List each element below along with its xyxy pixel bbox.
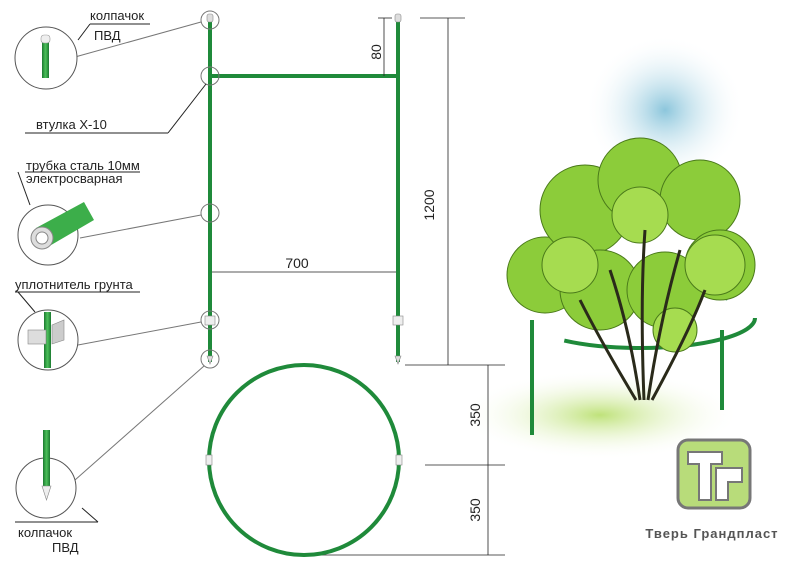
label-cap-bottom: колпачок — [18, 525, 72, 540]
dim-radius-top: 350 — [467, 403, 483, 427]
soil-stopper-icon — [204, 315, 216, 326]
soil-stopper-icon — [392, 315, 404, 326]
label-soil-stopper: уплотнитель грунта — [15, 277, 134, 292]
dimension-lines — [212, 17, 505, 556]
label-cap-top-material: ПВД — [94, 28, 121, 43]
cap-bottom-icon — [394, 355, 402, 365]
dim-top-offset: 80 — [368, 44, 384, 60]
detail-soil-stopper — [17, 309, 79, 371]
dim-width: 700 — [285, 255, 309, 271]
bush-illustration — [506, 137, 757, 435]
detail-tube — [17, 202, 94, 266]
brand-name: Тверь Грандпласт — [645, 526, 778, 541]
right-pole — [396, 20, 400, 362]
label-bushing: втулка Х-10 — [36, 117, 107, 132]
leader-lines — [15, 23, 207, 523]
crossbar — [210, 74, 398, 78]
detail-cap-top — [14, 26, 78, 90]
left-pole — [208, 20, 212, 362]
label-tube: трубка сталь 10мм — [26, 158, 140, 173]
label-tube-type: электросварная — [26, 171, 123, 186]
front-view — [204, 13, 404, 365]
cap-icon — [206, 13, 214, 23]
dim-radius-bottom: 350 — [467, 498, 483, 522]
dim-height: 1200 — [421, 189, 437, 220]
label-cap-bottom-material: ПВД — [52, 540, 79, 555]
detail-cap-bottom — [15, 430, 77, 519]
label-cap-top: колпачок — [90, 8, 144, 23]
top-view-ring — [205, 363, 403, 557]
cap-bottom-icon — [206, 355, 214, 365]
cap-icon — [394, 13, 402, 23]
brand-logo — [676, 438, 752, 510]
callouts — [74, 10, 220, 481]
